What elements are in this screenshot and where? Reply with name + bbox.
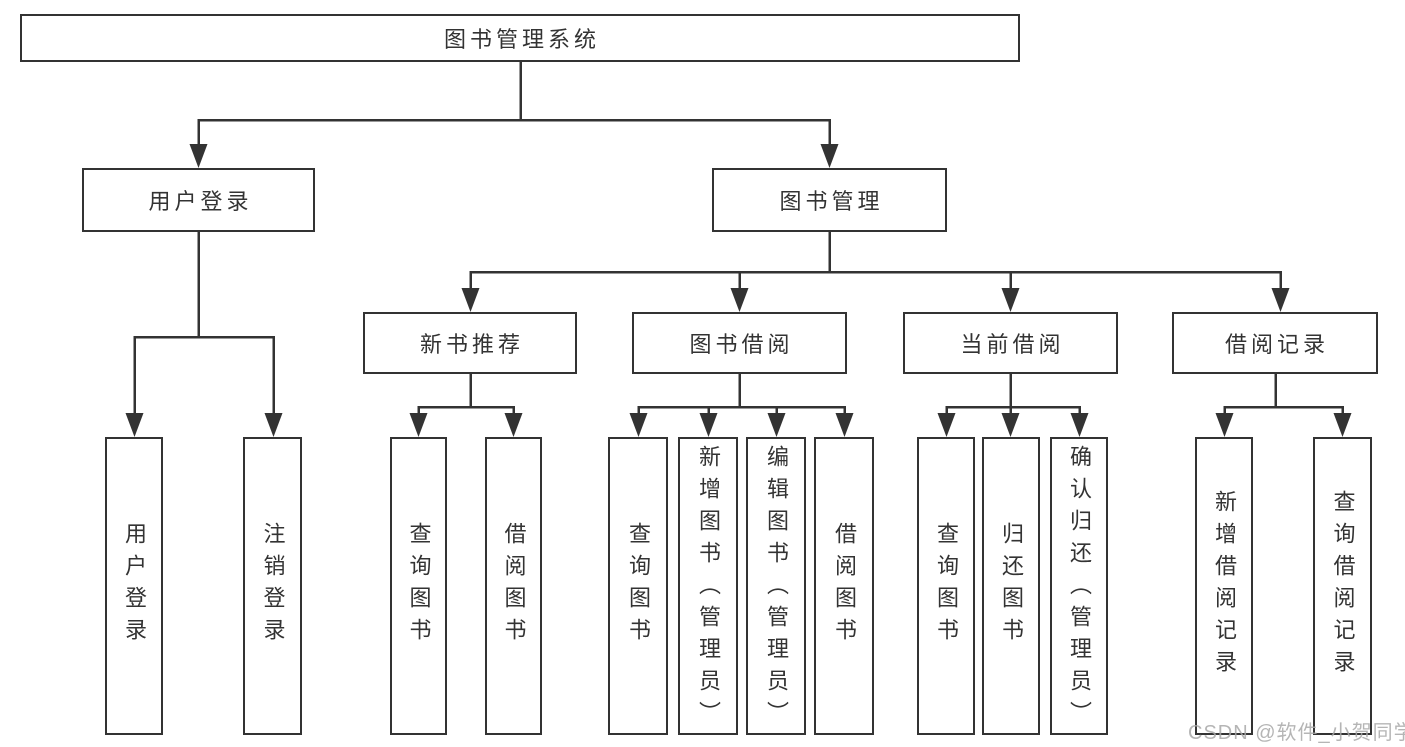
node-user-login: 用户登录 [82, 168, 315, 232]
leaf-borrow-query-books: 查询图书 [608, 437, 668, 735]
leaf-record-query-borrow-record: 查询借阅记录 [1313, 437, 1372, 735]
leaf-newbook-borrow-books: 借阅图书 [485, 437, 542, 735]
node-new-book-recommend: 新书推荐 [363, 312, 577, 374]
leaf-borrow-add-books-admin: 新增图书（管理员） [678, 437, 738, 735]
leaf-user-login: 用户登录 [105, 437, 163, 735]
arrow-down-icons [125, 144, 1352, 437]
leaf-borrow-borrow-books: 借阅图书 [814, 437, 874, 735]
leaf-record-add-borrow-record: 新增借阅记录 [1195, 437, 1253, 735]
node-current-borrow: 当前借阅 [903, 312, 1118, 374]
leaf-current-confirm-return-admin: 确认归还（管理员） [1050, 437, 1108, 735]
leaf-current-query-books: 查询图书 [917, 437, 975, 735]
leaf-borrow-edit-books-admin: 编辑图书（管理员） [746, 437, 806, 735]
leaf-logout: 注销登录 [243, 437, 302, 735]
csdn-watermark: CSDN @软件_小贺同学 [1188, 722, 1405, 744]
node-book-management: 图书管理 [712, 168, 947, 232]
node-root: 图书管理系统 [20, 14, 1020, 62]
leaf-newbook-query-books: 查询图书 [390, 437, 447, 735]
node-borrow-record: 借阅记录 [1172, 312, 1378, 374]
node-book-borrow: 图书借阅 [632, 312, 847, 374]
leaf-current-return-books: 归还图书 [982, 437, 1040, 735]
edge-lines [133, 61, 1344, 415]
